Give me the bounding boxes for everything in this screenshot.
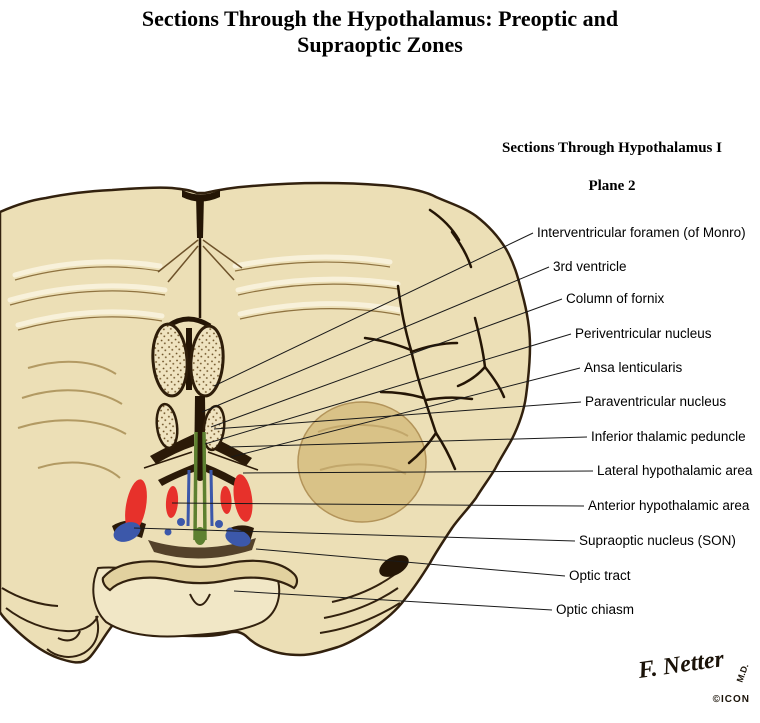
left-fiber-arcs (17, 360, 127, 479)
page-title-line1: Sections Through the Hypothalamus: Preop… (141, 6, 619, 31)
label-3rd-ventricle: 3rd ventricle (553, 259, 627, 274)
left-gyri-curls (1, 587, 100, 658)
infundibulum-line (189, 593, 211, 606)
label-periventricular-nucleus: Periventricular nucleus (575, 326, 712, 341)
label-inferior-thalamic-peduncle: Inferior thalamic peduncle (591, 429, 746, 444)
label-lateral-hypothalamic-area: Lateral hypothalamic area (597, 463, 753, 478)
label-supraoptic-nucleus: Supraoptic nucleus (SON) (579, 533, 736, 548)
artist-name: F. Netter (636, 646, 726, 684)
section-heading-text: Sections Through Hypothalamus I (502, 140, 722, 156)
publisher-logo: ©ICON (712, 694, 750, 705)
hypothalamic-base-shade (148, 538, 256, 559)
ansa-lenticularis-shape (143, 434, 259, 488)
periventricular-bands (186, 469, 214, 527)
page-title: Sections Through the Hypothalamus: Preop… (0, 6, 760, 58)
label-interventricular-foramen: Interventricular foramen (of Monro) (537, 225, 746, 240)
label-anterior-hypothalamic-area: Anterior hypothalamic area (588, 498, 750, 513)
optic-chiasm-shape (101, 559, 299, 592)
label-paraventricular-nucleus: Paraventricular nucleus (585, 394, 727, 409)
label-ansa-lenticularis: Ansa lenticularis (584, 360, 683, 375)
label-column-of-fornix: Column of fornix (566, 291, 665, 306)
red-nuclei-shapes (125, 474, 253, 533)
label-optic-chiasm: Optic chiasm (556, 602, 635, 617)
section-heading: Sections Through Hypothalamus I Plane 2 (488, 140, 736, 195)
plane-number: Plane 2 (588, 178, 636, 194)
interhemispheric-fissure (182, 190, 220, 318)
page-title-line2: Supraoptic Zones (297, 32, 463, 57)
artist-signature: F. Netter M.D. ©ICON (637, 646, 756, 716)
artist-credential: M.D. (734, 662, 751, 684)
label-optic-tract: Optic tract (569, 568, 631, 583)
